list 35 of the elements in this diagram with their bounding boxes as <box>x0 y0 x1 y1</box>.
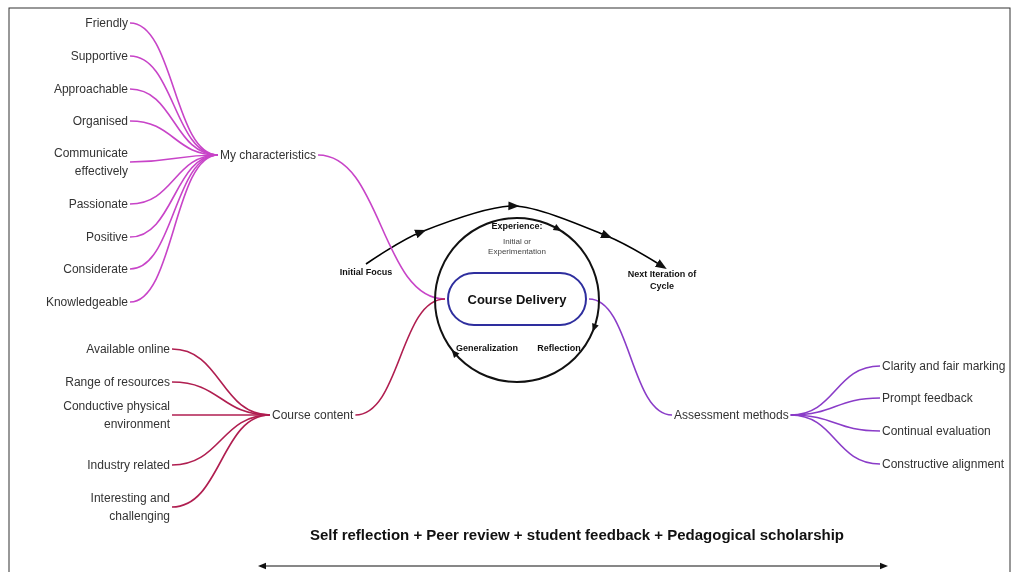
branch-item: Approachable <box>53 80 128 98</box>
connector-line <box>129 154 219 303</box>
stage-note: Initial or Experimentation <box>487 237 547 257</box>
branch-item: Positive <box>85 228 128 246</box>
process-pill: Course Delivery <box>447 272 587 326</box>
branch-item: Range of resources <box>65 373 170 391</box>
caption-note: Self reflection + Peer review + student feedback + Pedagogical scholarship <box>309 526 845 543</box>
cycle-label: Next Iteration of Cycle <box>627 268 697 292</box>
branch-item: Continual evaluation <box>882 422 991 440</box>
connector-line <box>354 298 446 416</box>
branch-heading: My characteristics <box>220 146 317 164</box>
branch-item: Knowledgeable <box>45 293 128 311</box>
branch-item: Clarity and fair marking <box>882 357 1006 375</box>
branch-item: Supportive <box>70 47 128 65</box>
branch-item: Constructive alignment <box>882 455 1005 473</box>
branch-item: Prompt feedback <box>882 389 973 407</box>
branch-item: Interesting and challenging <box>40 489 170 525</box>
branch-item: Organised <box>72 112 128 130</box>
connector-line <box>588 298 673 416</box>
stage-heading: Experience: <box>490 221 544 232</box>
branch-item: Communicate effectively <box>28 144 128 180</box>
branch-item: Conductive physical environment <box>40 397 170 433</box>
arrow <box>365 201 667 269</box>
connector-line <box>789 414 881 465</box>
branch-item: Available online <box>86 340 170 358</box>
branch-item: Industry related <box>87 456 170 474</box>
stage-label: Generalization <box>455 343 519 354</box>
branch-heading: Assessment methods <box>674 406 789 424</box>
branch-item: Passionate <box>68 195 128 213</box>
cycle-label: Initial Focus <box>339 266 393 278</box>
branch-item: Friendly <box>85 14 128 32</box>
stage-label: Reflection <box>536 343 582 354</box>
branch-heading: Course content <box>272 406 354 424</box>
connector-line <box>171 414 271 508</box>
branch-item: Considerate <box>63 260 128 278</box>
